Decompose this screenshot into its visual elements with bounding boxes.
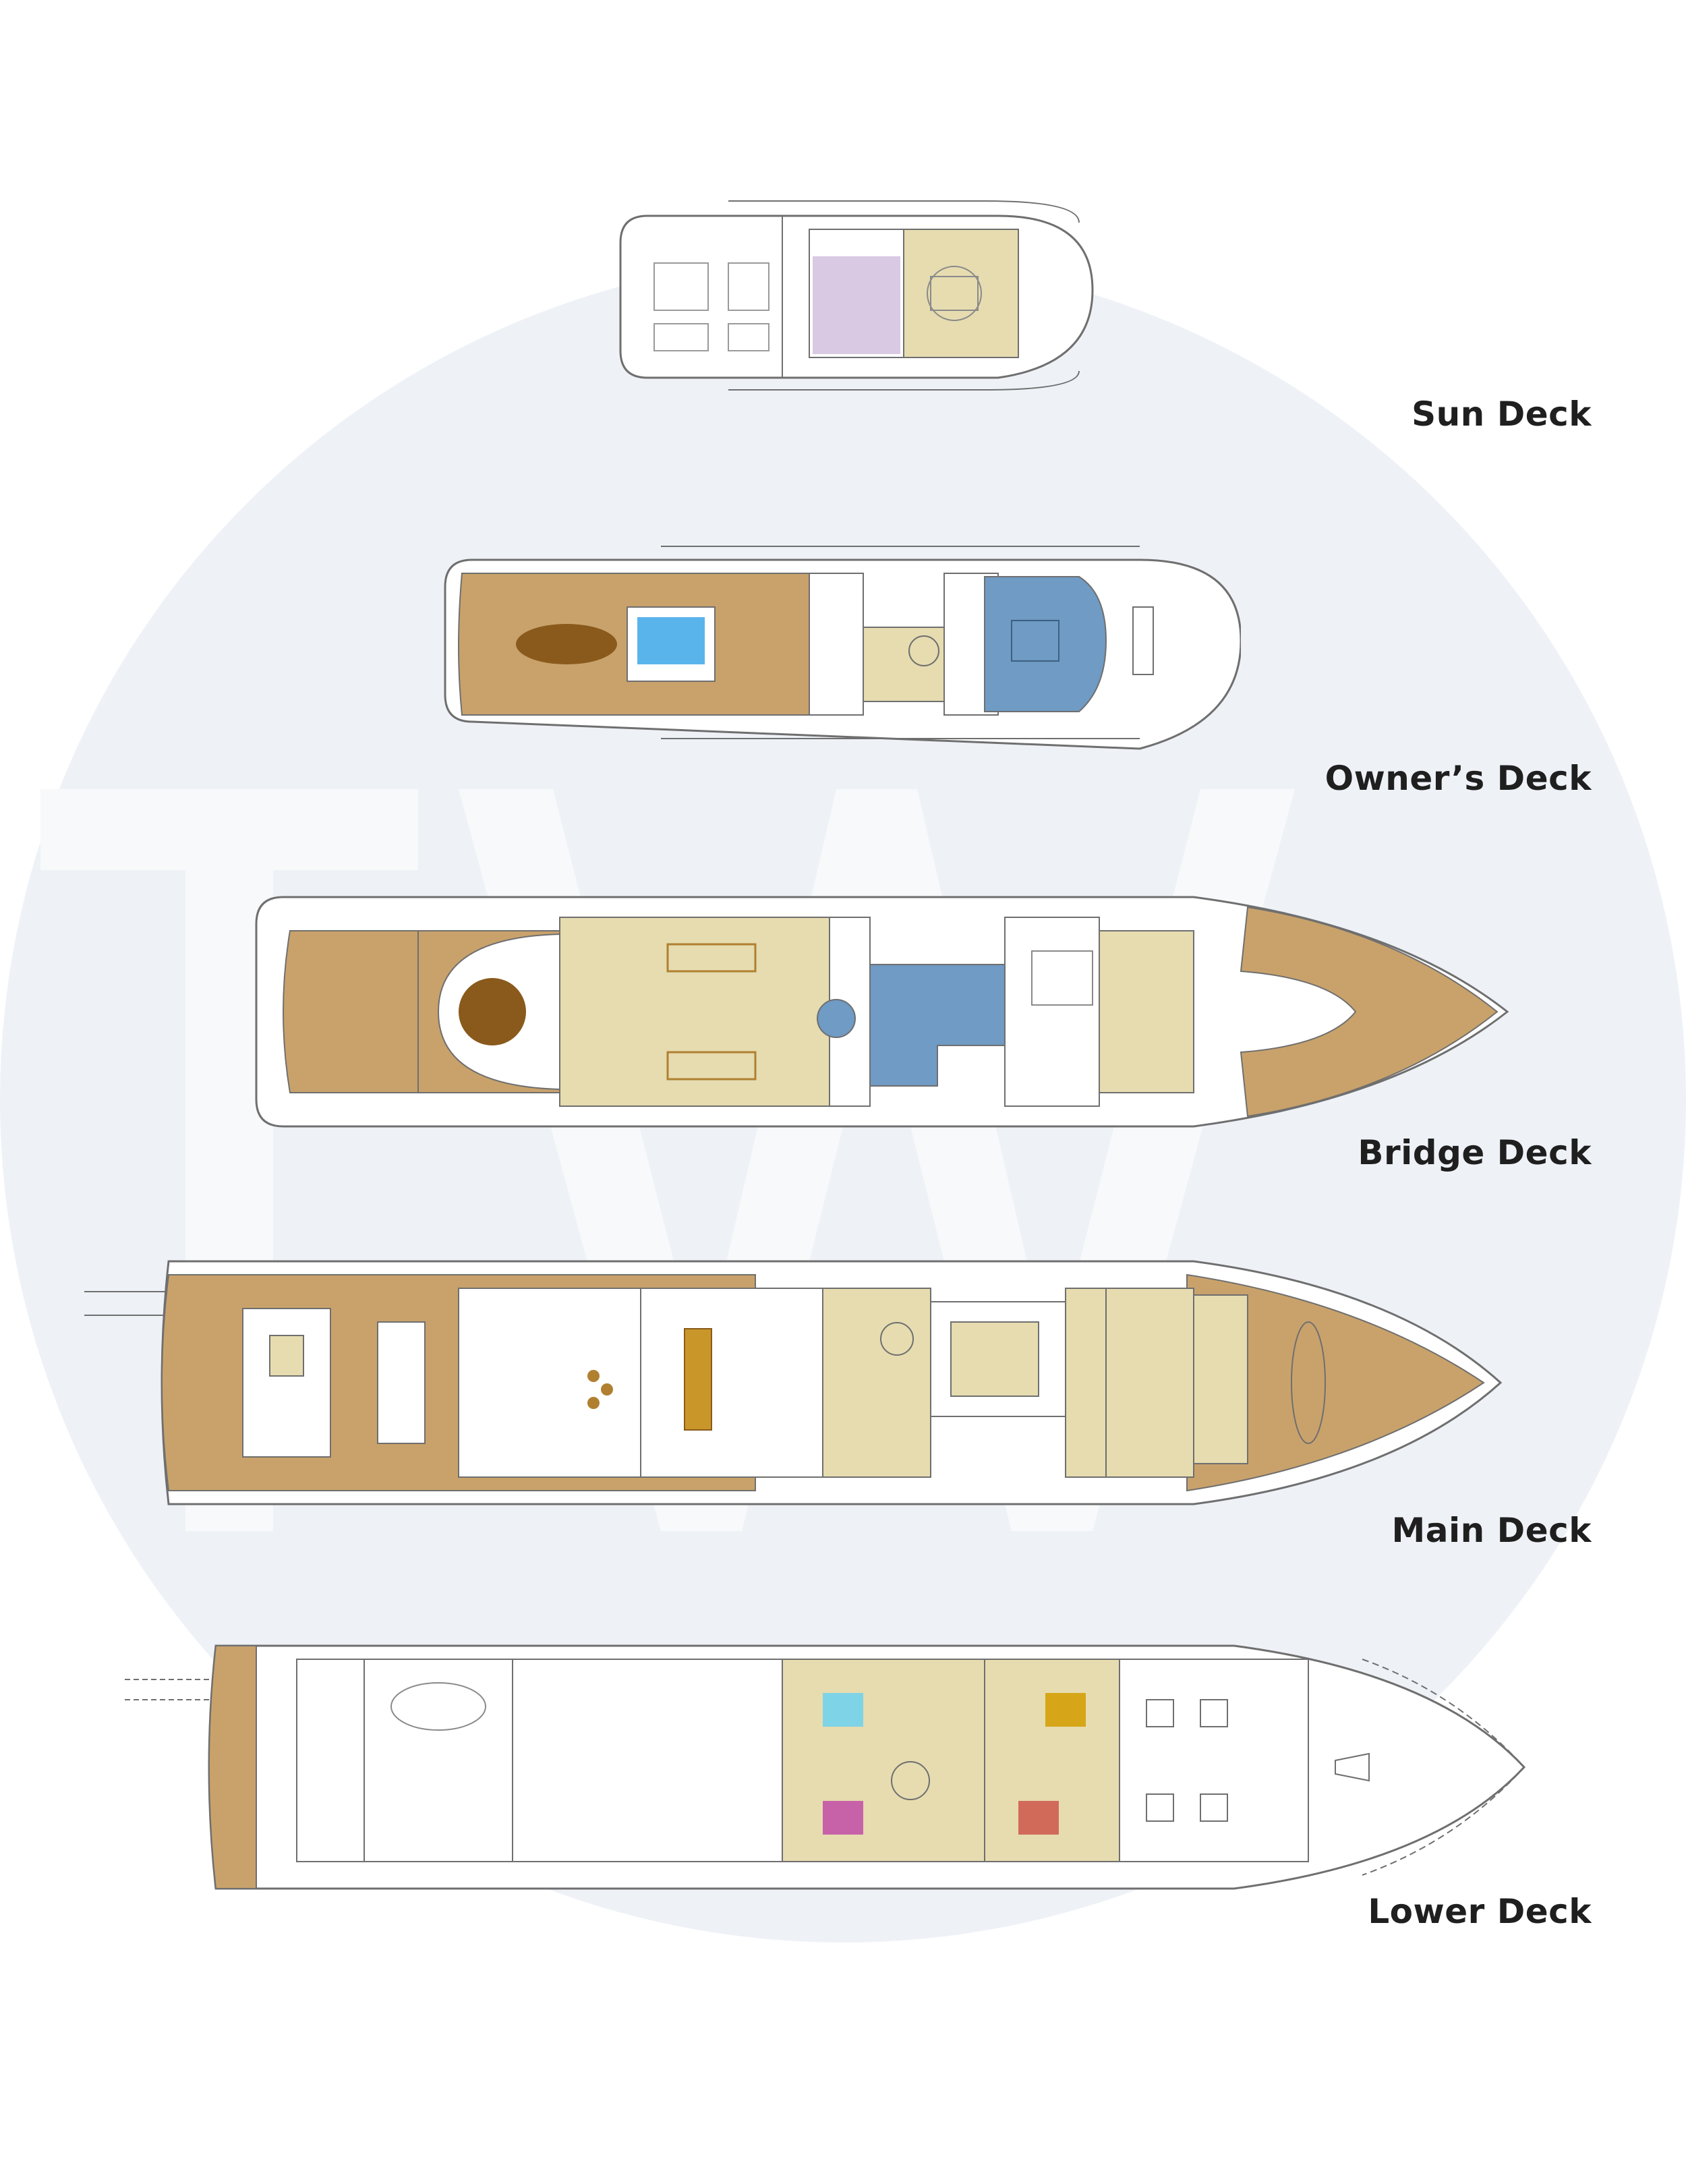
formal-dining-table <box>684 1328 712 1431</box>
bow <box>1186 1273 1485 1492</box>
skylounge <box>559 917 830 1107</box>
lower-deck-label: Lower Deck <box>1368 1892 1592 1931</box>
guest-bed-pink <box>823 1801 863 1835</box>
bridge-deck-label: Bridge Deck <box>1358 1133 1592 1172</box>
sun-deck-label: Sun Deck <box>1412 395 1592 434</box>
sun-deck-plan <box>619 200 1094 391</box>
main-deck-label: Main Deck <box>1391 1511 1592 1550</box>
guest-bed-coral <box>1018 1801 1059 1835</box>
wheelhouse <box>1099 930 1194 1093</box>
guest-bed-gold <box>1045 1693 1086 1727</box>
owners-deck-plan <box>444 546 1241 750</box>
crew-quarters <box>1119 1659 1309 1862</box>
gym-area <box>813 256 900 354</box>
foredeck <box>1240 906 1499 1118</box>
jacuzzi <box>637 617 705 664</box>
owners-suite <box>984 576 1107 712</box>
round-dining-table <box>459 978 526 1045</box>
swim-platform <box>208 1645 257 1889</box>
engine-room <box>512 1659 783 1862</box>
bridge-deck-plan <box>255 896 1509 1128</box>
lower-deck-plan <box>125 1644 1526 1890</box>
owners-deck-label: Owner’s Deck <box>1325 759 1592 798</box>
main-deck-plan <box>84 1260 1503 1505</box>
tender-garage <box>364 1659 513 1862</box>
guest-bed-teal <box>823 1693 863 1727</box>
owners-stateroom <box>1105 1288 1194 1478</box>
dining-table <box>516 624 617 664</box>
